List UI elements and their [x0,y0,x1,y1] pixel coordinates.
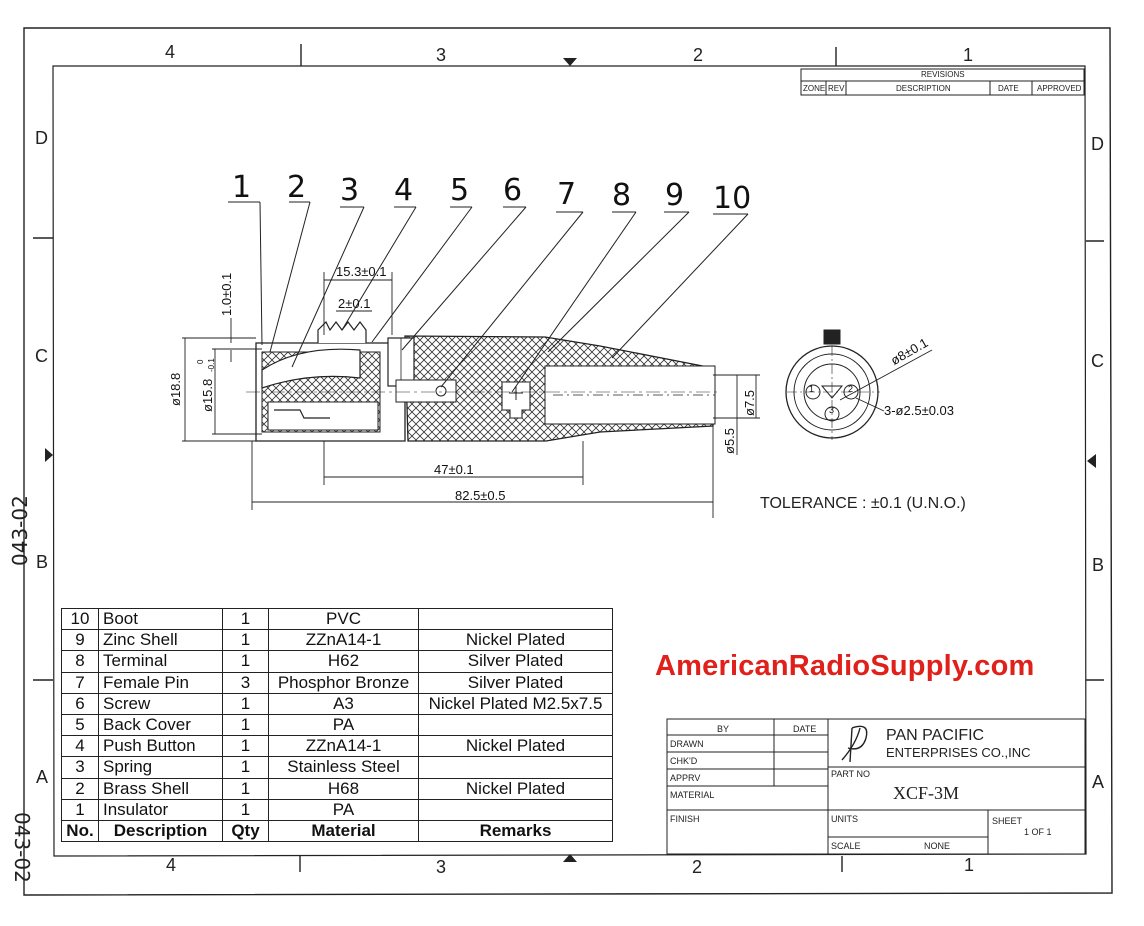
company-name-line2: ENTERPRISES CO.,INC [886,745,1031,760]
zone-top-2: 2 [693,45,704,65]
callout-6: 6 [503,173,523,208]
end-view-pin-2: 2 [848,384,854,394]
callout-5: 5 [450,173,470,208]
revisions-title: REVISIONS [921,70,965,79]
bom-material: ZZnA14-1 [268,629,419,652]
rev-header-zone: ZONE [803,84,826,93]
bom-description: Back Cover [98,713,223,737]
zone-bottom-1: 1 [964,855,975,875]
bom-remarks: Nickel Plated [418,777,613,800]
tb-finish-label: FINISH [670,814,700,824]
part-number: XCF-3M [893,783,960,803]
callout-3: 3 [340,173,360,208]
zone-right-c: C [1091,351,1104,371]
rev-header-approved: APPROVED [1037,84,1082,93]
zone-left-a: A [36,767,49,787]
zone-top-4: 4 [165,42,176,62]
bom-header-remarks: Remarks [418,819,613,843]
zone-right-a: A [1092,772,1105,792]
company-name-line1: PAN PACIFIC [886,727,985,744]
callout-10: 10 [713,181,752,216]
bom-description: Push Button [98,735,223,758]
zone-left-b: B [36,552,49,572]
tb-apprv-label: APPRV [670,773,701,783]
tb-date-label: DATE [793,724,817,734]
tb-by-label: BY [717,724,730,734]
bom-remarks: Nickel Plated M2.5x7.5 [418,692,613,715]
callout-2: 2 [287,170,307,205]
bom-header-no: No. [61,819,99,843]
bom-remarks: Silver Plated [418,650,613,673]
bom-description: Brass Shell [98,777,223,800]
rev-header-description: DESCRIPTION [896,84,951,93]
zone-top-1: 1 [963,45,974,65]
callout-1: 1 [232,170,252,205]
rev-header-rev: REV [828,84,845,93]
brand-url: AmericanRadioSupply.com [655,650,1035,682]
callout-4: 4 [394,173,414,208]
callout-8: 8 [612,178,632,213]
tb-scale-label: SCALE [831,841,861,851]
sheet-value: 1 OF 1 [1024,827,1052,837]
scale-value: NONE [924,841,951,851]
zone-right-d: D [1091,134,1104,154]
dim-82-5: 82.5±0.5 [455,488,506,503]
zone-right-b: B [1092,555,1105,575]
zone-bottom-4: 4 [166,855,177,875]
tb-chkd-label: CHK'D [670,756,698,766]
zone-left-d: D [35,128,48,148]
tb-drawn-label: DRAWN [670,739,704,749]
tolerance-note: TOLERANCE : ±0.1 (U.N.O.) [760,495,966,512]
tb-material-label: MATERIAL [670,790,715,800]
end-view-pin-3: 3 [829,405,835,415]
bom-header-description: Description [98,819,223,843]
bom-description: Zinc Shell [98,629,223,652]
bom-header-material: Material [268,819,419,843]
callout-9: 9 [665,178,685,213]
dim-47: 47±0.1 [434,462,474,477]
tb-units-label: UNITS [831,814,858,824]
bom-material: Phosphor Bronze [268,671,419,694]
dim-2: 2±0.1 [338,296,371,311]
tb-part-no-label: PART NO [831,769,871,779]
bom-description: Screw [98,692,223,715]
zone-top-3: 3 [436,45,447,65]
zone-bottom-3: 3 [436,857,447,877]
zone-left-c: C [35,346,48,366]
end-view-pin-1: 1 [809,384,815,394]
callout-7: 7 [557,177,577,212]
dim-15-3: 15.3±0.1 [336,264,387,279]
bom-description: Terminal [98,650,223,673]
pan-pacific-logo [841,725,868,763]
dim-holes: 3-ø2.5±0.03 [884,403,955,418]
zone-bottom-2: 2 [692,857,703,877]
tb-sheet-label: SHEET [992,816,1023,826]
rev-header-date: DATE [998,84,1019,93]
